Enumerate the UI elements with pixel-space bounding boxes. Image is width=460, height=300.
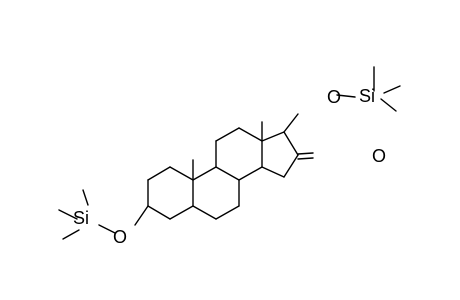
ring-d bbox=[261, 131, 299, 178]
oxygen-label-right: O bbox=[327, 87, 341, 107]
ring-c bbox=[215, 127, 263, 181]
oxygen-label-left: O bbox=[113, 227, 127, 247]
silicon-label-right: Si bbox=[359, 86, 375, 106]
otms-left-bonds bbox=[58, 189, 149, 240]
otms-right-bonds bbox=[283, 66, 401, 133]
oxygen-label-ketone: O bbox=[372, 146, 386, 166]
ketone-double-bond bbox=[297, 152, 314, 160]
ring-b bbox=[192, 166, 240, 220]
ring-a bbox=[147, 166, 194, 220]
silicon-label-left: Si bbox=[73, 208, 89, 228]
